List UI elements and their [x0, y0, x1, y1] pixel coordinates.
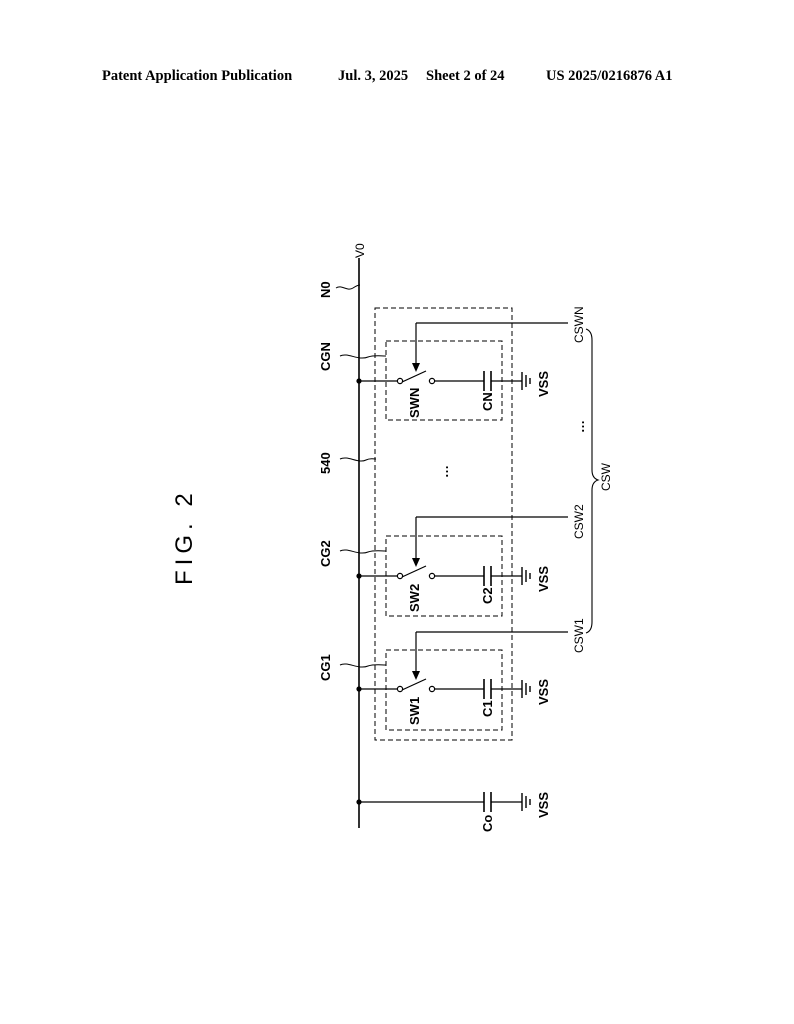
csw2-label: CSW2: [572, 504, 586, 539]
cgn-leader: [339, 354, 387, 359]
branch-n: [356, 322, 568, 391]
vss-label-1: VSS: [536, 679, 551, 705]
c1-label: C1: [480, 700, 495, 717]
cg2-leader: [339, 549, 387, 554]
cg1-leader: [339, 663, 387, 668]
csw1-label: CSW1: [572, 618, 586, 653]
block-label: 540: [318, 452, 333, 474]
patent-number: US 2025/0216876 A1: [546, 68, 673, 84]
c2-label: C2: [480, 587, 495, 604]
groups-ellipsis: …: [436, 465, 451, 478]
co-label: Co: [480, 815, 495, 832]
publication-date: Jul. 3, 2025: [338, 68, 409, 84]
block-leader: [339, 457, 377, 462]
cg1-label: CG1: [318, 654, 333, 681]
sw1-label: SW1: [407, 697, 422, 725]
cgn-label: CGN: [318, 342, 333, 371]
page-header: Patent Application Publication Jul. 3, 2…: [0, 68, 794, 88]
n0-label: N0: [318, 281, 333, 298]
branch-1: [356, 631, 568, 699]
csw-brace: [585, 328, 600, 634]
cswn-label: CSWN: [572, 306, 586, 343]
cg2-label: CG2: [318, 540, 333, 567]
n0-leader: [335, 284, 361, 290]
controls-ellipsis: …: [572, 420, 587, 433]
branch-2: [356, 516, 568, 586]
vss-label-2: VSS: [536, 566, 551, 592]
vss-label-n: VSS: [536, 371, 551, 397]
cn-label: CN: [480, 392, 495, 411]
sw2-label: SW2: [407, 584, 422, 612]
output-capacitor: [356, 792, 531, 812]
figure-title: FIG. 2: [171, 488, 198, 585]
csw-label: CSW: [599, 462, 613, 491]
sheet-number: Sheet 2 of 24: [426, 68, 505, 84]
capacitor-group-1: [385, 649, 503, 731]
swn-label: SWN: [407, 388, 422, 418]
capacitor-bank-block: [374, 307, 513, 741]
vss-label-co: VSS: [536, 792, 551, 818]
v0-label: V0: [353, 243, 367, 258]
publication-label: Patent Application Publication: [102, 68, 293, 84]
